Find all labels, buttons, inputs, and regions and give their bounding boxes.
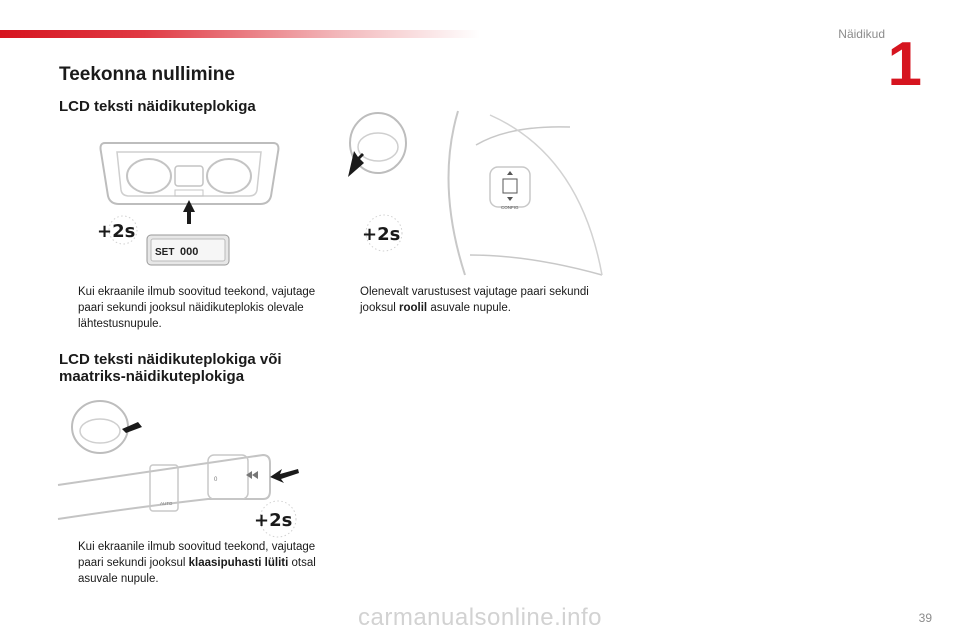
duration-badge: +2s [362, 224, 400, 245]
instrument-cluster-illustration: SET 000 +2s [97, 142, 280, 266]
wiper-stalk-illustration: 0 AUTO +2s [57, 400, 299, 538]
header-accent-bar [0, 30, 480, 38]
config-button: CONFIG [501, 171, 519, 210]
watermark: carmanualsonline.info [358, 604, 602, 631]
stalk-label: 0 [214, 477, 218, 483]
rewind-icon [246, 471, 258, 479]
section-heading-matrix: LCD teksti näidikuteplokiga või maatriks… [59, 351, 282, 385]
timer-dial: +2s [97, 215, 138, 245]
bullet-text: Kui ekraanile ilmub soovitud teekond, va… [78, 286, 316, 330]
bullet-text: Kui ekraanile ilmub soovitud teekond, va… [78, 541, 316, 585]
set-button-label: SET [155, 247, 174, 258]
set-button: SET 000 [146, 234, 230, 266]
stalk-label: AUTO [160, 501, 173, 506]
bullet-item: Kui ekraanile ilmub soovitud teekond, va… [59, 284, 319, 332]
config-label: CONFIG [501, 205, 519, 210]
bullet-item: Kui ekraanile ilmub soovitud teekond, va… [59, 539, 329, 587]
section-label: Näidikud [838, 27, 885, 41]
bullet-text: Olenevalt varustusest vajutage paari sek… [360, 286, 589, 314]
cluster-display [174, 165, 204, 187]
timer-dial: +2s [254, 500, 297, 538]
duration-badge: +2s [97, 221, 135, 242]
page-title: Teekonna nullimine [59, 64, 235, 85]
section-heading-lcd: LCD teksti näidikuteplokiga [59, 98, 256, 115]
pointer-arrow [348, 151, 364, 177]
pointer-arrow [270, 469, 299, 483]
timer-dial: +2s [362, 214, 403, 252]
bullet-item: Olenevalt varustusest vajutage paari sek… [341, 284, 601, 316]
bullet-emphasis: klaasipuhasti lüliti [188, 557, 289, 569]
set-button-value: 000 [180, 246, 198, 258]
duration-badge: +2s [254, 510, 292, 531]
bullet-emphasis: roolil [399, 302, 428, 314]
pointer-arrow [183, 200, 195, 224]
page-number: 39 [918, 611, 932, 625]
cluster-housing [99, 142, 280, 205]
chapter-number: 1 [887, 30, 922, 99]
steering-wheel-illustration: CONFIG +2s [348, 110, 603, 276]
